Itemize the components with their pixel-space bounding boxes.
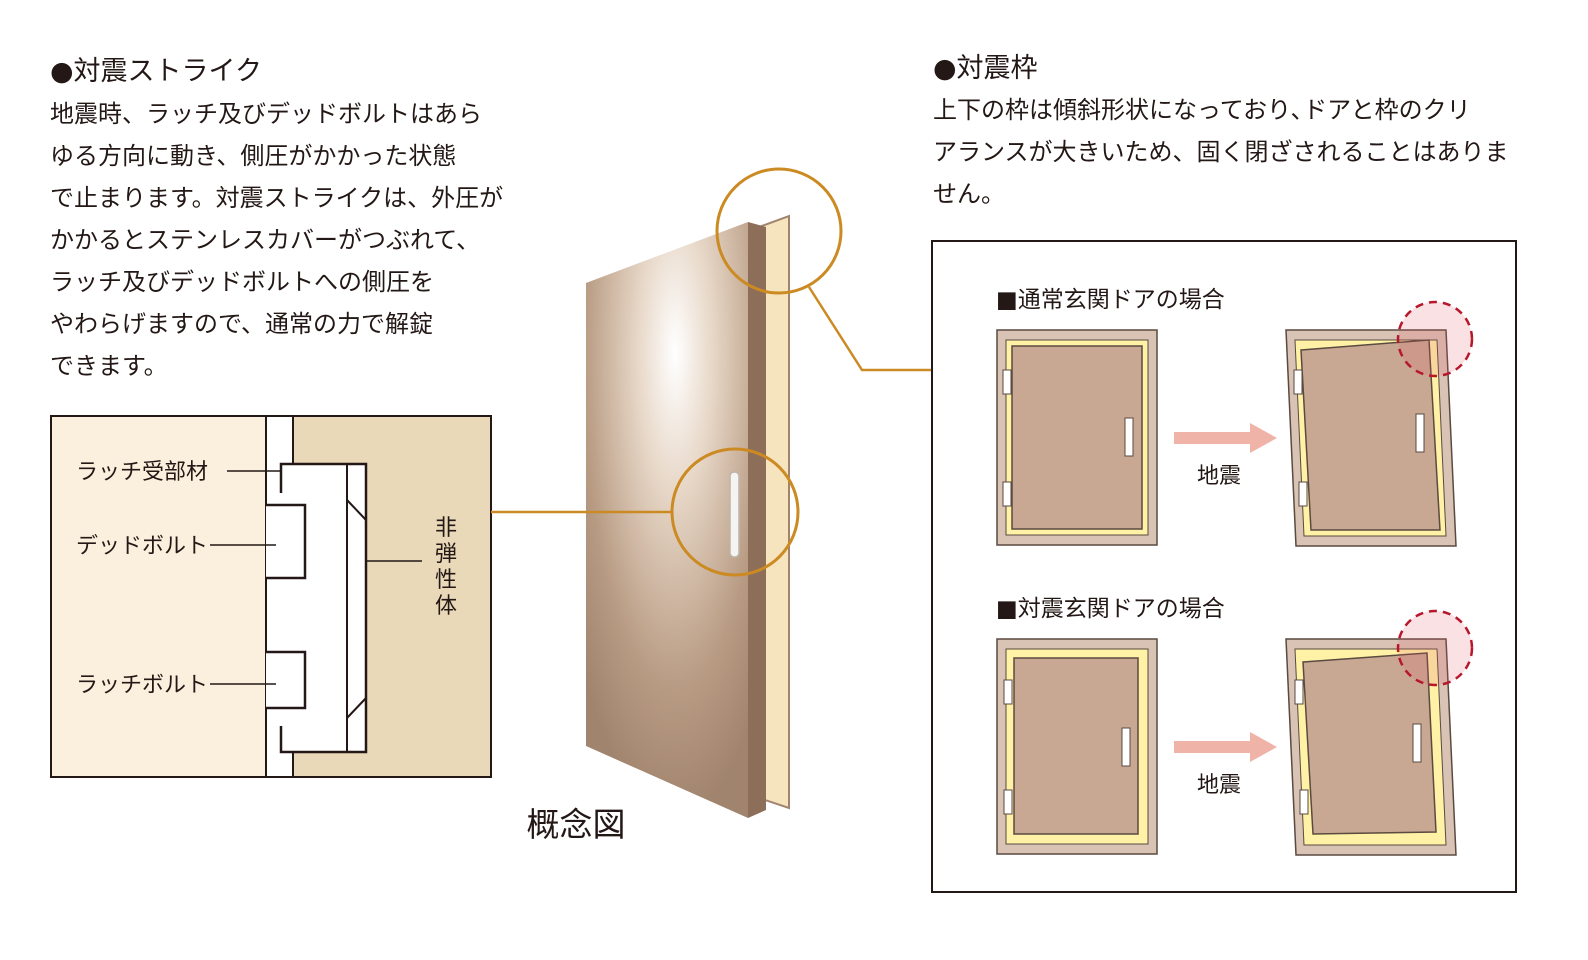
frame-description: 上下の枠は傾斜形状になっており､ドアと枠のクリ アランスが大きいため、固く閉ざさ… <box>933 89 1509 215</box>
earthquake-arrow-1 <box>1174 423 1277 453</box>
frame-description-line: せん。 <box>933 180 1005 208</box>
label-non-elastic-2: 弾 <box>435 542 457 567</box>
door-slab <box>1011 345 1143 530</box>
non-elastic-cover <box>346 464 367 752</box>
strike-description-line: かかるとステンレスカバーがつぶれて、 <box>50 226 481 254</box>
seismic-door-before <box>996 638 1158 855</box>
door-edge <box>748 222 766 818</box>
door-illustration: 概念図 <box>491 167 933 844</box>
damage-circle <box>1396 300 1474 378</box>
door-caption: 概念図 <box>527 805 626 844</box>
strike-border <box>50 415 492 778</box>
strike-diagram: ラッチ受部材 デッドボルト ラッチボルト 非 弾 性 体 <box>50 415 492 778</box>
door-handle <box>729 471 740 558</box>
label-deadbolt: デッドボルト <box>76 534 208 559</box>
strike-description-line: ゆる方向に動き、側圧がかかった状態 <box>50 142 457 170</box>
connector-frame <box>807 286 933 372</box>
zoom-circle-frame <box>715 167 843 295</box>
earthquake-label-2: 地震 <box>1197 773 1241 798</box>
strike-description-line: で止まります。対震ストライクは、外圧が <box>50 184 504 212</box>
damage-circle <box>1396 609 1474 687</box>
strike-description-line: できます。 <box>50 352 168 380</box>
label-latch-bolt: ラッチボルト <box>76 673 208 698</box>
strike-description-line: ラッチ及びデッドボルトへの側圧を <box>50 268 434 296</box>
door-panel <box>586 222 748 818</box>
frame-description-line: 上下の枠は傾斜形状になっており､ドアと枠のクリ <box>933 96 1471 124</box>
label-non-elastic-3: 性 <box>435 568 457 593</box>
normal-case-title: ■通常玄関ドアの場合 <box>996 287 1225 313</box>
normal-door-after <box>1285 300 1474 547</box>
strike-heading: ●対震ストライク <box>50 56 263 87</box>
door-slab <box>1300 339 1441 531</box>
strike-description-line: 地震時、ラッチ及びデッドボルトはあら <box>50 100 482 128</box>
comparison-panel: ■通常玄関ドアの場合 地震 ■対震玄関ドアの場合 <box>931 240 1517 893</box>
earthquake-label-1: 地震 <box>1197 464 1241 489</box>
door-slab <box>1302 652 1437 835</box>
strike-description-line: やわらげますので、通常の力で解錠 <box>50 310 434 338</box>
label-latch-receiver: ラッチ受部材 <box>76 460 208 485</box>
normal-door-before <box>996 329 1158 546</box>
frame-description-line: アランスが大きいため、固く閉ざされることはありま <box>933 138 1509 166</box>
strike-description: 地震時、ラッチ及びデッドボルトはあら ゆる方向に動き、側圧がかかった状態 で止ま… <box>50 93 503 387</box>
seismic-case-title: ■対震玄関ドアの場合 <box>996 596 1225 622</box>
latch-bolt-shape <box>266 650 307 710</box>
deadbolt-shape <box>266 503 307 580</box>
label-non-elastic-1: 非 <box>435 516 457 541</box>
seismic-door-after <box>1285 609 1474 856</box>
door-slab <box>1013 657 1139 835</box>
frame-heading: ●対震枠 <box>933 53 1038 84</box>
earthquake-arrow-2 <box>1174 732 1277 762</box>
label-non-elastic-4: 体 <box>435 594 457 619</box>
